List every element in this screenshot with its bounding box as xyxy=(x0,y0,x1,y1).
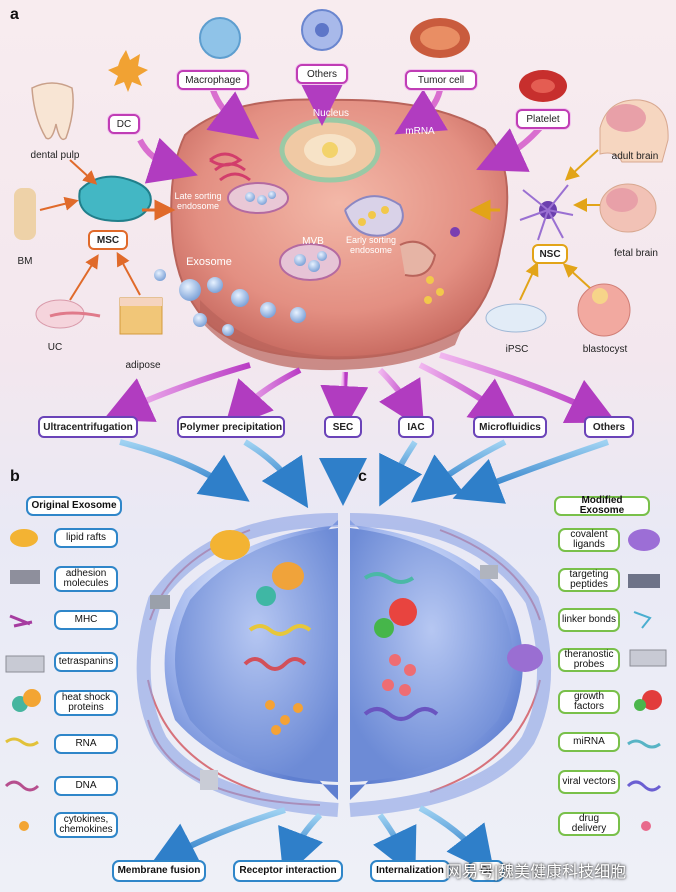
source-uc: UC xyxy=(47,342,63,353)
method-iac: IAC xyxy=(398,416,434,438)
modified-exosome-title: Modified Exosome xyxy=(554,495,650,516)
modified-item-viral-vectors: viral vectors xyxy=(558,770,620,794)
panel-c-letter: c xyxy=(358,468,367,485)
modified-item-growth-factors: growth factors xyxy=(558,690,620,714)
source-ipsc: iPSC xyxy=(505,344,529,355)
source-msc: MSC xyxy=(88,230,128,250)
source-macrophage: Macrophage xyxy=(177,70,249,90)
method-sec: SEC xyxy=(324,416,362,438)
source-others: Others xyxy=(296,64,348,84)
original-item-lipid-rafts: lipid rafts xyxy=(54,528,118,548)
source-platelet: Platelet xyxy=(516,109,570,129)
source-dental-pulp: dental pulp xyxy=(30,150,80,161)
label-mvb: MVB xyxy=(302,236,324,247)
modified-item-covalent-ligands: covalent ligands xyxy=(558,528,620,552)
label-nucleus: Nucleus xyxy=(312,108,350,119)
original-item-mhc: MHC xyxy=(54,610,118,630)
modified-item-drug-delivery: drug delivery xyxy=(558,812,620,836)
modified-item-mirna: miRNA xyxy=(558,732,620,752)
source-adult-brain: adult brain xyxy=(611,151,659,162)
label-late-sorting-endosome: Late sorting endosome xyxy=(174,191,222,211)
label-mrna: mRNA xyxy=(405,126,435,137)
label-exosome: Exosome xyxy=(186,256,232,268)
source-nsc: NSC xyxy=(532,244,568,264)
method-ultracentrifugation: Ultracentrifugation xyxy=(38,416,138,438)
method-microfluidics: Microfluidics xyxy=(473,416,547,438)
source-dc: DC xyxy=(108,114,140,134)
panel-a-letter: a xyxy=(10,6,19,23)
label-early-sorting-endosome: Early sorting endosome xyxy=(345,235,397,255)
original-item-rna: RNA xyxy=(54,734,118,754)
method-polymer-precipitation: Polymer precipitation xyxy=(177,416,285,438)
original-item-cytokines-chemokines: cytokines, chemokines xyxy=(54,812,118,838)
method-others: Others xyxy=(584,416,634,438)
source-tumor-cell: Tumor cell xyxy=(405,70,477,90)
original-item-dna: DNA xyxy=(54,776,118,796)
modified-item-theranostic-probes: theranostic probes xyxy=(558,648,620,672)
uptake-internalization: Internalization xyxy=(370,860,450,882)
uptake-membrane-fusion: Membrane fusion xyxy=(112,860,206,882)
panel-b-letter: b xyxy=(10,468,20,485)
original-exosome-title: Original Exosome xyxy=(26,496,122,516)
modified-item-targeting-peptides: targeting peptides xyxy=(558,568,620,592)
source-adipose: adipose xyxy=(125,360,161,371)
source-fetal-brain: fetal brain xyxy=(614,248,658,259)
original-item-adhesion-molecules: adhesion molecules xyxy=(54,566,118,592)
original-item-heat-shock-proteins: heat shock proteins xyxy=(54,690,118,716)
watermark: 网易号|魏美健康科技细胞 xyxy=(446,864,627,881)
modified-item-linker-bonds: linker bonds xyxy=(558,608,620,632)
source-blastocyst: blastocyst xyxy=(582,344,628,355)
uptake-receptor-interaction: Receptor interaction xyxy=(233,860,343,882)
source-bm: BM xyxy=(17,256,33,267)
uptake-other: Ot xyxy=(468,860,504,882)
original-item-tetraspanins: tetraspanins xyxy=(54,652,118,672)
